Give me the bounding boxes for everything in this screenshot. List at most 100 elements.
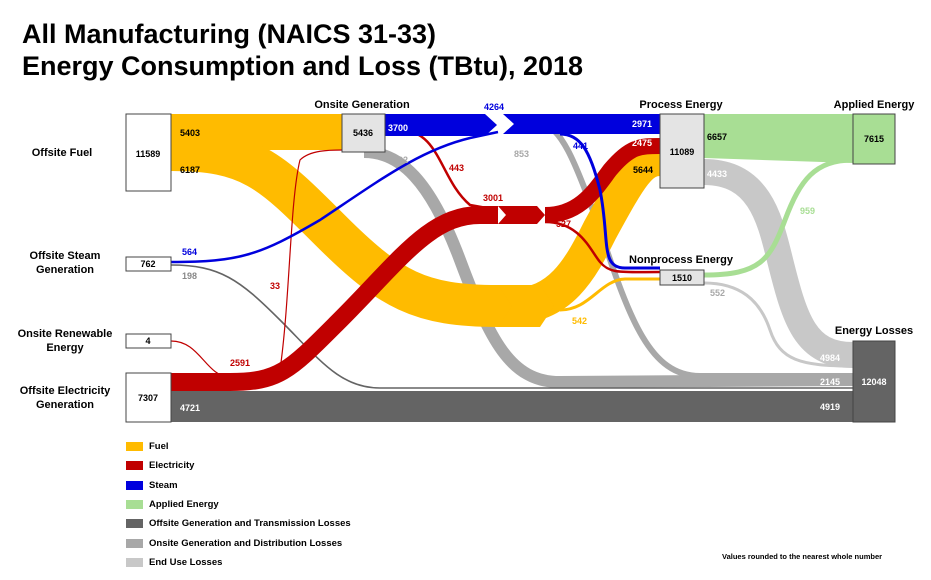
onsite-renewable-elec-flow (279, 149, 343, 371)
onsite-generation-value: 5436 (353, 128, 373, 138)
fuel-to-process-value: 6187 (484, 272, 504, 282)
offsite-steam-label-1: Offsite Steam (30, 250, 101, 262)
chart-title: All Manufacturing (NAICS 31-33) Energy C… (22, 18, 583, 82)
legend-label: Applied Energy (149, 499, 219, 511)
applied-energy-box (852, 113, 896, 165)
legend-label: Fuel (149, 441, 169, 453)
offsite-fuel-box (125, 113, 172, 192)
process-energy-box (659, 113, 705, 189)
title-line-2: Energy Consumption and Loss (TBtu), 2018 (22, 51, 584, 81)
process-loss-value: 4433 (707, 169, 727, 179)
elec-purchased-value: 2591 (230, 358, 250, 368)
applied-energy-value: 7615 (864, 134, 884, 144)
fuel-to-process-flow (510, 140, 662, 324)
offsite-steam-value-label: 564 (182, 247, 197, 257)
title-line-1: All Manufacturing (NAICS 31-33) (22, 19, 437, 49)
fuel-to-nonprocess-value: 542 (572, 316, 587, 326)
process-loss-flow (703, 159, 854, 368)
nonprocess-applied-flow (703, 157, 854, 278)
loss-offsite-value: 4919 (820, 402, 840, 412)
loss-enduse-value: 4984 (820, 353, 840, 363)
elec-to-nonprocess-value: 527 (556, 219, 571, 229)
renewable-elec-value: 33 (270, 281, 280, 291)
offsite-electricity-value: 7307 (138, 393, 158, 403)
legend-label: Electricity (149, 460, 195, 472)
onsite-steam-value: 3700 (388, 123, 408, 133)
onsite-renewable-label-1: Onsite Renewable (18, 328, 113, 340)
fuel-direct-band (170, 129, 512, 327)
offsite-steam-flow (170, 130, 499, 264)
onsite-renewable-label-2: Energy (46, 342, 84, 354)
electricity-to-process-flow (544, 138, 661, 223)
offsite-electricity-label-1: Offsite Electricity (20, 385, 111, 397)
steam-loss-value: 853 (514, 149, 529, 159)
process-energy-value: 11089 (670, 147, 695, 157)
onsite-elec-value: 443 (449, 163, 464, 173)
process-energy-label: Process Energy (639, 99, 723, 111)
legend-swatch (126, 480, 143, 490)
steam-total-value: 4264 (484, 102, 504, 112)
offsite-steam-label-2: Generation (36, 264, 94, 276)
onsite-steam-flow (385, 114, 497, 136)
applied-energy-label: Applied Energy (834, 99, 916, 111)
onsite-generation-box (341, 113, 386, 153)
fuel-to-nonprocess-flow (559, 277, 660, 312)
offsite-fuel-label: Offsite Fuel (32, 147, 93, 159)
nonprocess-loss-flow (703, 281, 854, 368)
legend-label: Onsite Generation and Distribution Losse… (149, 537, 343, 549)
process-applied-value: 6657 (707, 132, 727, 142)
legend-swatch (126, 500, 143, 510)
loss-onsite-value: 2145 (820, 377, 840, 387)
legend-item: Applied Energy (126, 495, 351, 514)
offsite-electricity-label-2: Generation (36, 399, 94, 411)
steam-to-process-flow (503, 114, 660, 134)
legend-item: Fuel (126, 437, 351, 456)
nonprocess-applied-value: 959 (800, 206, 815, 216)
steam-to-nonprocess-value: 441 (573, 141, 588, 151)
legend-item: Electricity (126, 456, 351, 475)
nonprocess-energy-label: Nonprocess Energy (629, 254, 734, 266)
onsite-renewable-value: 4 (145, 336, 150, 346)
legend-swatch (126, 519, 143, 529)
nonprocess-loss-value: 552 (710, 288, 725, 298)
legend-item: End Use Losses (126, 553, 351, 572)
offsite-fuel-value: 11589 (136, 149, 161, 159)
elec-to-process-value: 2475 (632, 138, 652, 148)
electricity-arrow (498, 206, 545, 224)
offsite-elec-loss-flow (171, 391, 853, 422)
steam-to-nonprocess-flow (559, 132, 660, 270)
onsite-gen-loss-flow (363, 146, 854, 389)
nonprocess-energy-value: 1510 (672, 273, 692, 283)
offsite-steam-loss-value: 198 (182, 271, 197, 281)
legend-item: Offsite Generation and Transmission Loss… (126, 514, 351, 533)
legend-item: Onsite Generation and Distribution Losse… (126, 533, 351, 552)
energy-losses-label: Energy Losses (835, 325, 913, 337)
energy-losses-box (852, 340, 896, 423)
onsite-renewable-box (125, 333, 172, 349)
fuel-to-onsite-value: 5403 (180, 128, 200, 138)
process-applied-flow (704, 114, 853, 163)
legend-swatch (126, 557, 143, 567)
elec-total-value: 3001 (483, 193, 503, 203)
nonprocess-energy-box (659, 269, 705, 286)
offsite-steam-box (125, 256, 172, 272)
fuel-arrow (498, 285, 554, 327)
electricity-to-nonprocess-flow (544, 220, 661, 274)
legend-label: Steam (149, 479, 178, 491)
footnote: Values rounded to the nearest whole numb… (722, 552, 883, 561)
onsite-generation-label: Onsite Generation (314, 99, 410, 111)
legend-swatch (126, 461, 143, 471)
electricity-band (171, 206, 498, 391)
legend-label: Offsite Generation and Transmission Loss… (149, 518, 351, 530)
steam-to-process-value: 2971 (632, 119, 652, 129)
legend-label: End Use Losses (149, 556, 223, 568)
onsite-loss-value: 1292 (388, 155, 408, 165)
offsite-steam-loss-flow (170, 264, 853, 389)
energy-losses-value: 12048 (861, 377, 886, 387)
renewable-elec-flow (170, 340, 231, 379)
legend-swatch (126, 538, 143, 548)
offsite-steam-value: 762 (140, 259, 155, 269)
fuel-in-process-value: 5644 (633, 165, 653, 175)
legend-item: Steam (126, 476, 351, 495)
